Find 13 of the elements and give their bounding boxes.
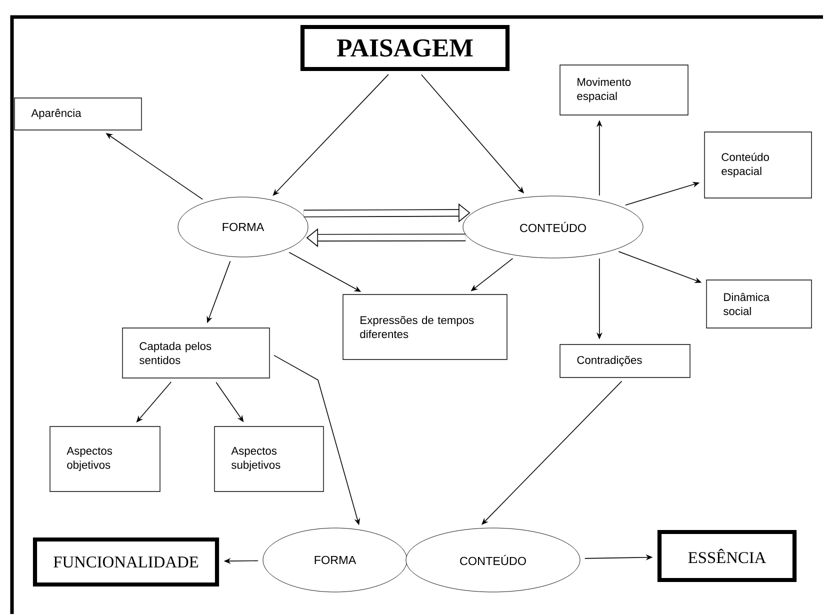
text-box: Aspectos objetivos: [50, 426, 160, 492]
concept-box: ESSÊNCIA: [657, 530, 797, 582]
arrow: [272, 74, 389, 196]
text-box: Conteúdo espacial: [704, 132, 812, 198]
text-box: Contradições: [560, 344, 690, 378]
text-box: Aspectos subjetivos: [214, 426, 324, 492]
text-box: Dinâmica social: [706, 280, 812, 328]
text-box: Captada pelos sentidos: [122, 328, 270, 378]
title-box: PAISAGEM: [300, 24, 510, 72]
text-box: Movimento espacial: [560, 64, 688, 116]
concept-box: FUNCIONALIDADE: [32, 537, 220, 587]
text-box: Aparência: [14, 98, 142, 130]
text-box: Expressões de tempos diferentes: [342, 294, 508, 360]
